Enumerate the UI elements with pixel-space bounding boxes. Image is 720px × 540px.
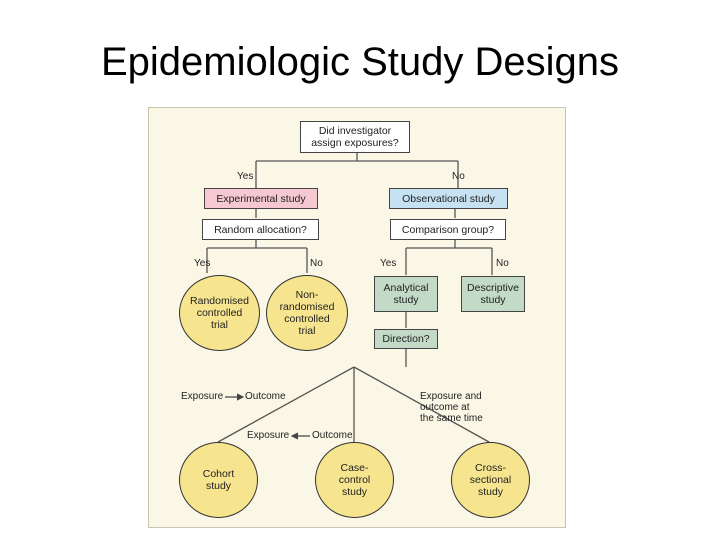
connector-comparison [405,239,493,275]
label-yes-comparison: Yes [380,258,397,269]
label-exposure-cohort: Exposure [181,391,224,402]
label-outcome-case-control: Outcome [312,430,353,441]
question-assign-exposures: Did investigator assign exposures? [300,121,410,153]
study-design-flowchart: Did investigator assign exposures? Yes N… [148,107,566,528]
flowchart-connectors [206,152,493,443]
observational-study-box: Observational study [389,188,508,209]
label-exposure-case-control: Exposure [247,430,290,441]
label-yes-random: Yes [194,258,211,269]
randomised-controlled-trial-node: Randomised controlled trial [179,275,260,351]
slide-title: Epidemiologic Study Designs [100,40,620,84]
label-outcome-cohort: Outcome [245,391,286,402]
cross-sectional-study-node: Cross- sectional study [451,442,530,518]
analytical-study-box: Analytical study [374,276,438,312]
descriptive-study-box: Descriptive study [461,276,525,312]
experimental-study-box: Experimental study [204,188,318,209]
label-yes-root: Yes [237,171,254,182]
connector-to-cross-sectional [353,366,490,443]
question-direction: Direction? [374,329,438,349]
case-control-study-node: Case- control study [315,442,394,518]
question-random-allocation: Random allocation? [202,219,319,240]
label-no-root: No [452,171,465,182]
label-same-time: Exposure and outcome at the same time [420,391,483,424]
label-no-comparison: No [496,258,509,269]
non-randomised-controlled-trial-node: Non- randomised controlled trial [266,275,348,351]
connector-root [255,152,459,188]
connector-to-cohort [217,366,355,443]
connector-random-allocation [206,239,308,273]
cohort-study-node: Cohort study [179,442,258,518]
label-no-random: No [310,258,323,269]
question-comparison-group: Comparison group? [390,219,506,240]
